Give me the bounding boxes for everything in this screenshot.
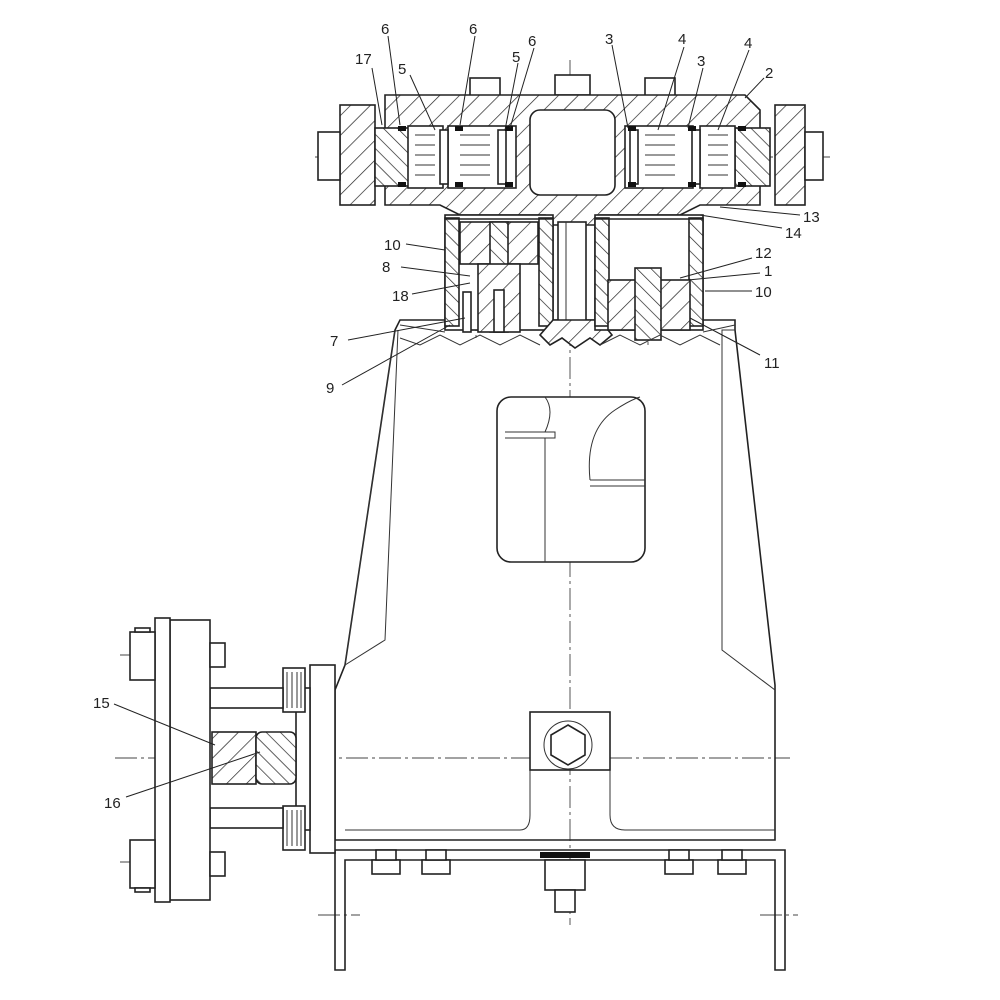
callout-1: 1 [764, 263, 772, 280]
callout-17: 17 [355, 51, 372, 68]
callout-15: 15 [93, 695, 110, 712]
callout-5a: 5 [398, 61, 406, 78]
right-cylinder [594, 214, 704, 341]
callout-7: 7 [330, 333, 338, 350]
callout-3b: 3 [697, 53, 705, 70]
callout-6a: 6 [381, 21, 389, 38]
callout-6c: 6 [528, 33, 536, 50]
callout-18: 18 [392, 288, 409, 305]
base-bracket [334, 849, 786, 971]
callout-4b: 4 [744, 35, 752, 52]
callout-4a: 4 [678, 31, 686, 48]
callout-14: 14 [785, 225, 802, 242]
callout-2: 2 [765, 65, 773, 82]
callout-13: 13 [803, 209, 820, 226]
callout-16: 16 [104, 795, 121, 812]
callout-8: 8 [382, 259, 390, 276]
right-end-cap [774, 104, 806, 206]
center-pipe [538, 221, 614, 349]
right-valve-springs [624, 125, 746, 189]
callout-12: 12 [755, 245, 772, 262]
callout-leaders [113, 35, 801, 798]
left-end-cap [339, 104, 376, 206]
callout-11: 11 [764, 355, 780, 372]
callout-10a: 10 [384, 237, 401, 254]
pump-body [334, 319, 776, 841]
callout-9: 9 [326, 380, 334, 397]
callout-5b: 5 [512, 49, 520, 66]
callout-3a: 3 [605, 31, 613, 48]
drain-plug-hex [550, 724, 586, 766]
callout-labels: 17 6 5 6 5 6 3 4 3 4 2 13 14 10 12 1 10 … [93, 21, 820, 812]
center-cavity [529, 109, 616, 196]
motor-coupling [129, 617, 336, 903]
valve-block [317, 74, 824, 226]
coupling-15 [211, 731, 257, 785]
callout-10b: 10 [755, 284, 772, 301]
coupling-16 [255, 731, 297, 785]
left-valve-springs [398, 125, 517, 189]
left-cylinder [444, 214, 554, 333]
callout-6b: 6 [469, 21, 477, 38]
